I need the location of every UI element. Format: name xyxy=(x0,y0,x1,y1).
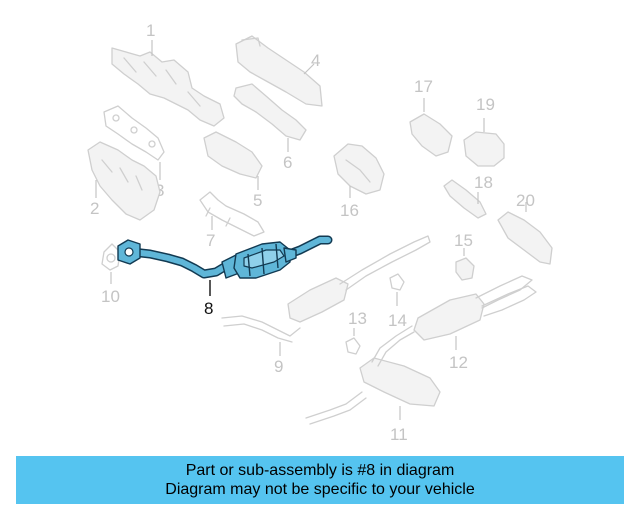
callout-9: 9 xyxy=(274,357,283,376)
callout-2: 2 xyxy=(90,199,99,218)
part-15-clamp[interactable] xyxy=(455,257,475,281)
part-8-front-pipe-catalytic-converter[interactable] xyxy=(117,235,333,279)
callout-7: 7 xyxy=(206,231,215,250)
part-6-bracket[interactable] xyxy=(233,83,307,141)
callout-19: 19 xyxy=(476,95,495,114)
callout-12: 12 xyxy=(449,353,468,372)
part-5-heat-shield[interactable] xyxy=(203,131,263,179)
banner-line-2: Diagram may not be specific to your vehi… xyxy=(165,481,475,498)
part-7-bracket[interactable] xyxy=(199,191,265,237)
part-10-gasket[interactable] xyxy=(101,243,121,271)
part-13-clamp[interactable] xyxy=(345,337,361,355)
callout-8: 8 xyxy=(204,299,213,318)
part-14-clamp[interactable] xyxy=(389,273,405,291)
callout-16: 16 xyxy=(340,201,359,220)
part-12-rear-muffler[interactable] xyxy=(413,275,537,341)
part-17-hanger[interactable] xyxy=(409,113,453,157)
callout-17: 17 xyxy=(414,77,433,96)
part-16-heat-shield[interactable] xyxy=(333,143,385,195)
exhaust-parts-diagram: 1 3 2 4 6 5 7 10 xyxy=(87,21,553,444)
callout-1: 1 xyxy=(146,21,155,40)
part-18-bracket[interactable] xyxy=(443,179,487,219)
callout-5: 5 xyxy=(253,191,262,210)
callout-18: 18 xyxy=(474,173,493,192)
banner-line-1: Part or sub-assembly is #8 in diagram xyxy=(185,462,455,479)
callout-20: 20 xyxy=(516,191,535,210)
part-11-muffler[interactable] xyxy=(305,325,441,425)
part-9-catalytic-converter-pipe[interactable] xyxy=(221,235,431,343)
callout-13: 13 xyxy=(348,309,367,328)
part-3-manifold-gasket[interactable] xyxy=(103,105,165,161)
part-1-exhaust-manifold[interactable] xyxy=(111,47,225,127)
callout-4: 4 xyxy=(311,51,320,70)
callout-14: 14 xyxy=(388,311,407,330)
part-2-exhaust-manifold[interactable] xyxy=(87,141,161,221)
info-banner: Part or sub-assembly is #8 in diagram Di… xyxy=(16,456,624,504)
part-4-heat-shield[interactable] xyxy=(235,35,323,107)
callout-6: 6 xyxy=(283,153,292,172)
callout-10: 10 xyxy=(101,287,120,306)
part-20-bracket[interactable] xyxy=(497,211,553,265)
callout-15: 15 xyxy=(454,231,473,250)
callout-11: 11 xyxy=(390,425,408,444)
part-19-bracket[interactable] xyxy=(463,131,505,167)
